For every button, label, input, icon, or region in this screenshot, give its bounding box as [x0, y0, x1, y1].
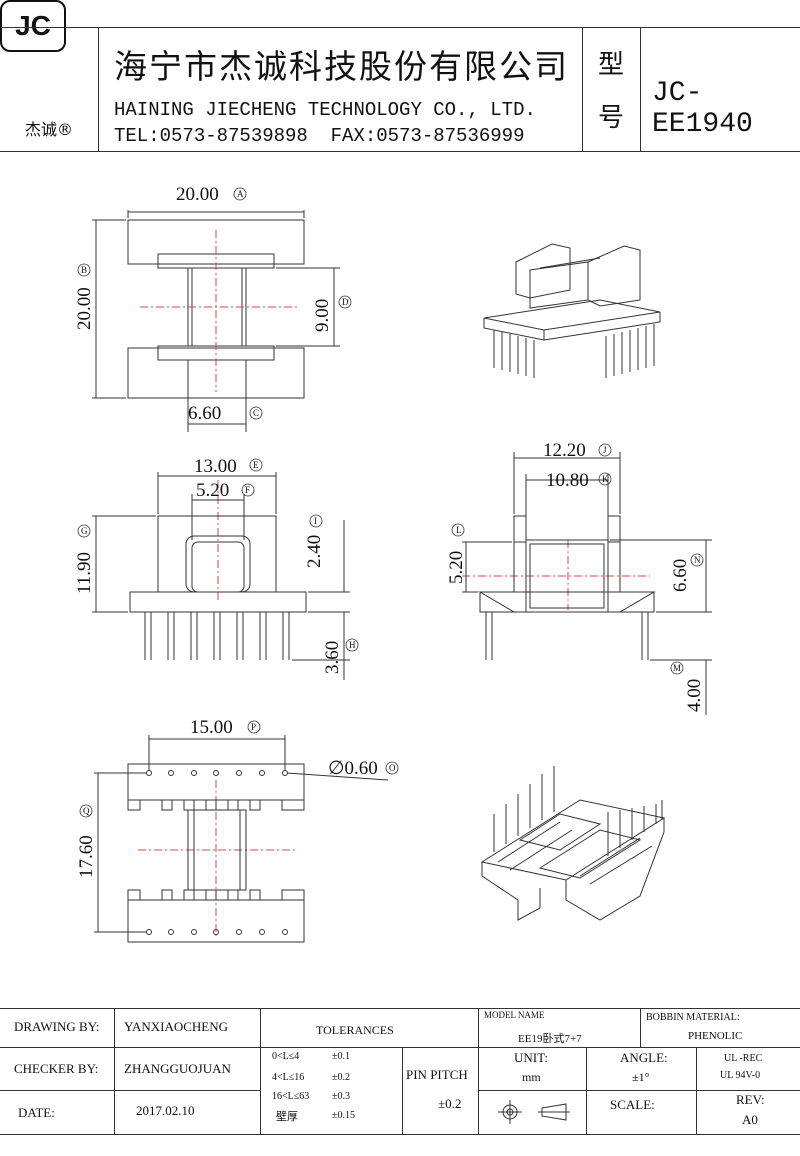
marker-h: H [345, 638, 359, 652]
logo-subtitle: 杰诚® [25, 120, 74, 139]
model-name-label: MODEL NAME [484, 1010, 545, 1020]
logo-text: JC [15, 10, 51, 41]
tol-range-3: 16<L≤63 [272, 1091, 310, 1102]
svg-text:G: G [81, 526, 88, 536]
ul-94v0: UL 94V-0 [720, 1070, 761, 1081]
dim-f: 5.20 [196, 480, 229, 501]
company-name-cn: 海宁市杰诚科技股份有限公司 [114, 47, 569, 86]
tolerances-label: TOLERANCES [316, 1023, 394, 1037]
dim-i: 2.40 [304, 535, 325, 568]
header-block: JC 杰诚® 海宁市杰诚科技股份有限公司 HAINING JIECHENG TE… [0, 0, 800, 152]
company-contact: TEL:0573-87539898 FAX:0573-87536999 [114, 125, 525, 147]
svg-text:Q: Q [83, 806, 90, 816]
dim-l: 5.20 [446, 551, 467, 584]
dim-a: 20.00 [176, 184, 219, 205]
model-number: JC-EE1940 [652, 78, 753, 140]
tol-value-3: ±0.3 [332, 1091, 350, 1102]
rev: A0 [742, 1112, 758, 1127]
angle-label: ANGLE: [620, 1050, 668, 1065]
dim-g: 11.90 [74, 552, 95, 594]
model-label-2: 号 [598, 103, 625, 133]
marker-k: K [598, 472, 612, 486]
svg-text:N: N [694, 555, 701, 565]
tol-range-2: 4<L≤16 [272, 1072, 305, 1083]
tol-range-1: 0<L≤4 [272, 1051, 300, 1062]
marker-b: B [77, 263, 91, 277]
unit: mm [522, 1070, 541, 1084]
dim-e: 13.00 [194, 456, 237, 477]
scale-label: SCALE: [610, 1097, 655, 1112]
svg-text:J: J [603, 445, 607, 455]
marker-q: Q [79, 804, 93, 818]
isometric-view-bottom [480, 766, 666, 921]
drawing-by-label: DRAWING BY: [14, 1019, 100, 1034]
ul-rec: UL -REC [724, 1053, 763, 1064]
bottom-view [94, 735, 389, 943]
svg-text:O: O [389, 763, 396, 773]
svg-text:B: B [81, 265, 87, 275]
checker-by: ZHANGGUOJUAN [124, 1061, 231, 1076]
svg-text:I: I [314, 516, 317, 526]
svg-text:E: E [253, 460, 259, 470]
marker-f: F [241, 483, 255, 497]
marker-m: M [670, 661, 684, 675]
date: 2017.02.10 [136, 1103, 195, 1118]
svg-text:D: D [342, 297, 349, 307]
svg-text:C: C [253, 408, 259, 418]
tol-value-4: ±0.15 [332, 1110, 355, 1121]
svg-text:L: L [456, 525, 462, 535]
bobbin-material: PHENOLIC [688, 1030, 743, 1042]
dim-c: 6.60 [188, 403, 221, 424]
dim-j: 12.20 [543, 440, 586, 461]
marker-n: N [690, 553, 704, 567]
dim-q: 17.60 [76, 835, 97, 878]
drawing-by: YANXIAOCHENG [124, 1019, 228, 1034]
svg-text:F: F [245, 485, 250, 495]
model-name: EE19卧式7+7 [518, 1033, 582, 1045]
dim-d: 9.00 [312, 299, 333, 332]
rev-label: REV: [736, 1092, 765, 1107]
model-label-1: 型 [598, 50, 625, 80]
unit-label: UNIT: [514, 1050, 549, 1065]
svg-text:M: M [673, 663, 681, 673]
dim-m: 4.00 [684, 679, 705, 712]
svg-text:A: A [237, 189, 244, 199]
side-view [462, 452, 712, 715]
marker-l: L [451, 523, 465, 537]
svg-text:P: P [251, 722, 256, 732]
angle: ±1° [632, 1070, 650, 1084]
projection-symbol [498, 1100, 570, 1124]
marker-c: C [249, 406, 263, 420]
marker-i: I [309, 514, 323, 528]
marker-e: E [249, 458, 263, 472]
date-label: DATE: [18, 1105, 55, 1120]
svg-text:K: K [602, 474, 609, 484]
front-view [92, 472, 350, 680]
marker-o: O [385, 761, 399, 775]
dim-b: 20.00 [74, 287, 95, 330]
dim-k: 10.80 [546, 470, 589, 491]
company-name-en: HAINING JIECHENG TECHNOLOGY CO., LTD. [114, 99, 536, 121]
isometric-view-top [483, 243, 661, 378]
tol-value-1: ±0.1 [332, 1051, 350, 1062]
pin-pitch-value: ±0.2 [438, 1096, 462, 1111]
checker-by-label: CHECKER BY: [14, 1061, 99, 1076]
marker-p: P [247, 720, 261, 734]
svg-text:H: H [349, 640, 356, 650]
marker-a: A [233, 187, 247, 201]
bobbin-material-label: BOBBIN MATERIAL: [646, 1012, 740, 1023]
dim-h: 3.60 [322, 641, 343, 674]
marker-d: D [338, 295, 352, 309]
dim-o: ∅0.60 [328, 758, 378, 779]
marker-g: G [77, 524, 91, 538]
company-logo: JC [0, 0, 66, 52]
technical-drawing: 20.00 20.00 6.60 9.00 13.00 5.20 11.90 3… [74, 184, 712, 943]
tol-range-4: 壁厚 [276, 1111, 298, 1123]
dim-p: 15.00 [190, 717, 233, 738]
pin-pitch-label: PIN PITCH [406, 1067, 468, 1082]
dim-n: 6.60 [670, 559, 691, 592]
marker-j: J [598, 443, 612, 457]
tol-value-2: ±0.2 [332, 1072, 350, 1083]
